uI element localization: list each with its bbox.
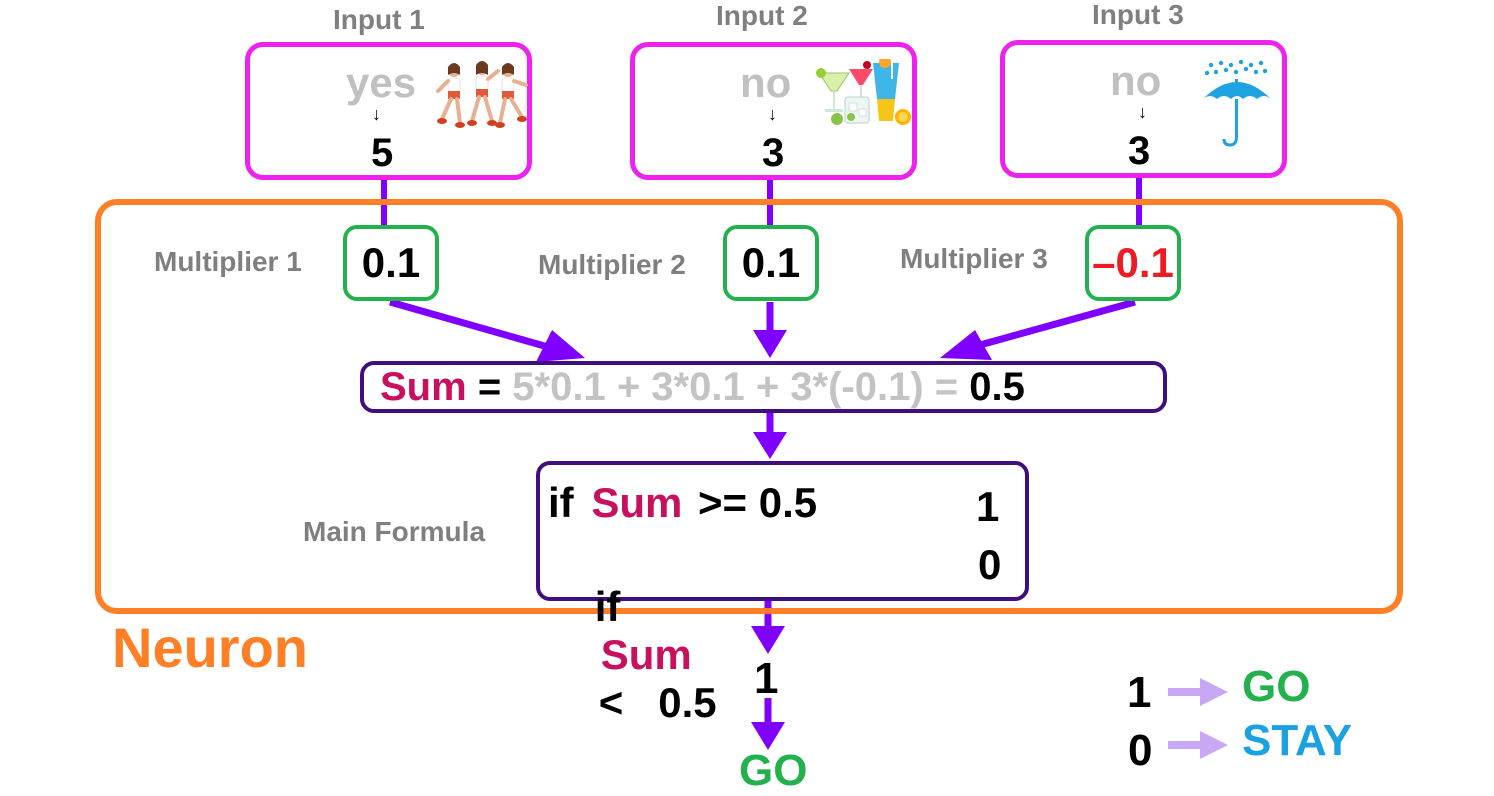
formula-line2-sum: Sum <box>600 631 692 678</box>
formula-line1-condition: >= 0.5 <box>698 479 818 526</box>
input2-label: Input 2 <box>716 0 808 31</box>
multiplier2-label: Multiplier 2 <box>538 249 686 280</box>
formula-line1-output: 1 <box>976 483 1000 530</box>
input1-word: yes <box>346 59 417 106</box>
legend-go-word: GO <box>1242 662 1311 711</box>
input1-label: Input 1 <box>333 4 425 35</box>
main-formula-box: if Sum >= 0.5 1 if Sum < 0.5 0 <box>536 461 1029 726</box>
multiplier3-value: –0.1 <box>1092 239 1174 286</box>
mult1-arrow-shaft <box>389 298 549 351</box>
legend-stay-value: 0 <box>1128 726 1153 775</box>
multiplier2-value: 0.1 <box>741 239 801 286</box>
input1-value: 5 <box>371 131 394 175</box>
neuron-label: Neuron <box>112 616 308 679</box>
mult2-arrowhead <box>753 330 787 358</box>
input2-word: no <box>740 59 792 106</box>
formula-line2: if Sum < 0.5 <box>548 535 717 775</box>
input2-down-arrow: ↓ <box>768 104 777 124</box>
output-value: 1 <box>754 654 779 703</box>
formula-line2-if: if <box>594 583 621 630</box>
mult1-arrowhead <box>536 330 585 362</box>
drinks-icon <box>816 59 911 125</box>
formula-arrowhead <box>751 626 785 654</box>
formula-line1-if: if <box>548 479 574 526</box>
input3-label: Input 3 <box>1092 0 1184 30</box>
output-word: GO <box>739 746 808 795</box>
multiplier2-box: 0.1 <box>723 225 819 301</box>
formula-line2-output: 0 <box>978 541 1002 588</box>
input1-box: yes ↓ 5 <box>245 42 532 180</box>
mult3-arrowhead <box>940 330 992 360</box>
legend-arrow-stay <box>1168 731 1228 759</box>
multiplier1-label: Multiplier 1 <box>154 246 302 277</box>
sum-arrowhead <box>753 432 787 459</box>
input2-box: no ↓ 3 <box>630 42 917 180</box>
legend-arrow-go <box>1168 678 1228 706</box>
multiplier1-box: 0.1 <box>343 225 439 301</box>
multiplier3-box: –0.1 <box>1085 225 1181 301</box>
input1-down-arrow: ↓ <box>372 104 381 124</box>
main-formula-label: Main Formula <box>303 516 486 547</box>
multiplier1-value: 0.1 <box>361 239 421 286</box>
legend-go-value: 1 <box>1127 668 1152 717</box>
mult3-arrow-shaft <box>979 298 1136 349</box>
neuron-container <box>95 199 1403 614</box>
dancing-people-icon <box>436 61 528 128</box>
formula-line2-condition: < 0.5 <box>598 679 717 726</box>
formula-line1-sum: Sum <box>591 479 683 526</box>
legend-stay-word: STAY <box>1242 716 1353 765</box>
sum-equals: = <box>477 365 502 409</box>
input3-down-arrow: ↓ <box>1138 102 1147 122</box>
input3-word: no <box>1110 57 1162 104</box>
sum-box: Sum = 5*0.1 + 3*0.1 + 3*(-0.1) = 0.5 <box>360 361 1167 413</box>
output-arrowhead <box>751 722 785 750</box>
input3-value: 3 <box>1128 129 1151 173</box>
input2-value: 3 <box>762 131 785 175</box>
formula-line1: if Sum >= 0.5 <box>548 479 817 527</box>
multiplier3-label: Multiplier 3 <box>900 243 1048 274</box>
sum-expression: 5*0.1 + 3*0.1 + 3*(-0.1) = <box>512 365 959 409</box>
input3-box: no ↓ 3 <box>1000 40 1287 178</box>
umbrella-rain-icon <box>1203 59 1271 147</box>
sum-result: 0.5 <box>969 365 1025 409</box>
sum-word: Sum <box>380 365 467 409</box>
